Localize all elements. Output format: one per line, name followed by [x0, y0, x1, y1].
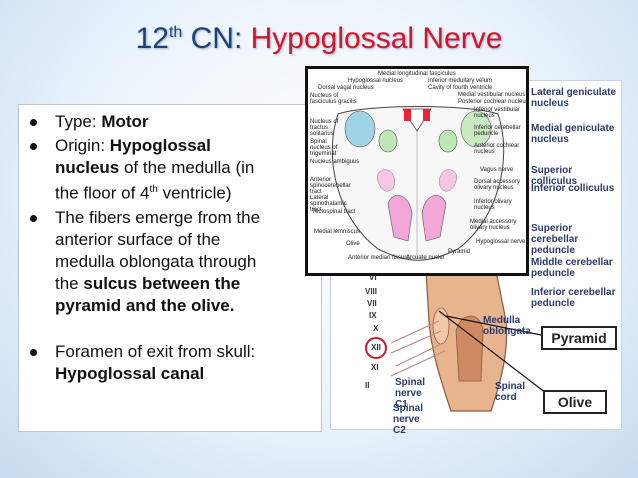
inset-label-inferior-velum: Inferior medullary velum: [428, 78, 493, 84]
pyramid-shape: [455, 315, 484, 382]
inset-label-arcuate: Arcuate nuclei: [406, 255, 445, 261]
cross-section-drawing: [331, 106, 505, 261]
inset-label-lateral-spinothalamic: Lateral spinothalamic tract: [310, 195, 347, 213]
label-spinal-nerve-c2: Spinal nerve C2: [393, 403, 424, 436]
left-pyramid-section: [387, 195, 413, 242]
pyramid-callout: Pyramid: [541, 326, 617, 350]
inset-label-inferior-cerebellar: Inferior cerebellar peduncle: [474, 125, 521, 137]
bullet-text-box: Type: Motor Origin: Hypoglossal nucleus …: [18, 104, 322, 432]
label-medulla-oblongata: Medulla oblongata: [483, 315, 531, 337]
inset-label-medial-lemniscus: Medial lemniscus: [314, 229, 361, 235]
inset-label-inferior-olivary: Inferior olivary nucleus: [474, 199, 512, 211]
inset-label-hypoglossal-nucleus: Hypoglossal nucleus: [348, 78, 404, 84]
label-superior-colliculus: Superior colliculus: [531, 165, 578, 187]
label-spinal-cord: Spinal cord: [495, 381, 526, 403]
brainstem-drawing: [390, 100, 547, 412]
label-inferior-colliculus: Inferior colliculus: [531, 183, 615, 194]
hypoglossal-nucleus-right: [423, 109, 430, 121]
title-number: 12: [135, 22, 169, 55]
olive-pointer: [438, 310, 547, 394]
inset-label-anterior-cochlear: Anterior cochlear nucleus: [474, 143, 520, 155]
inset-label-hypoglossal-nerve: Hypoglossal nerve: [476, 239, 526, 245]
bullet-origin: Origin: Hypoglossal nucleus of the medul…: [19, 135, 321, 205]
label-medial-geniculate: Medial geniculate nucleus: [531, 123, 615, 145]
cn-xi: XI: [371, 363, 379, 372]
label-lateral-geniculate: Lateral geniculate nucleus: [531, 87, 617, 109]
bullet-list: Type: Motor Origin: Hypoglossal nucleus …: [19, 105, 321, 385]
inset-label-dorsal-vagal: Dorsal vagal nucleus: [318, 85, 374, 91]
inset-label-tectospinal: Tectospinal tract: [312, 209, 356, 215]
inset-label-mlf: Medial longitudinal fasciculus: [378, 71, 456, 77]
inset-label-vagus-nerve: Vagus nerve: [480, 167, 514, 173]
medulla-cross-section-inset: Medial longitudinal fasciculus Hypogloss…: [305, 66, 529, 276]
title-nerve-name: Hypoglossal Nerve: [250, 22, 503, 55]
label-superior-cerebellar: Superior cerebellar peduncle: [531, 223, 579, 256]
inset-label-medial-vestibular: Medial vestibular nucleus: [458, 92, 526, 98]
inset-label-nucleus-fasciculus: Nucleus of fasciculus gracilis: [310, 93, 357, 105]
cn-viii: VIII: [365, 287, 378, 296]
right-pyramid-section: [421, 195, 447, 242]
inset-label-posterior-cochlear: Posterior cochlear nucleus: [458, 99, 529, 105]
slide-title: 12th CN: Hypoglossal Nerve: [0, 22, 638, 56]
bullet-type: Type: Motor: [19, 111, 321, 133]
inset-label-cavity: Cavity of fourth ventricle: [428, 85, 493, 91]
olive-shape: [432, 307, 450, 345]
left-blue-nucleus: [344, 110, 376, 148]
inset-label-inferior-vestibular: Inferior vestibular nucleus: [474, 107, 521, 119]
hypoglossal-nucleus-left: [404, 109, 411, 121]
inset-label-olive: Olive: [346, 241, 360, 247]
title-sup: th: [168, 24, 183, 41]
inset-label-nucleus-ambiguus: Nucleus ambiguus: [310, 159, 360, 165]
bullet-fibers: The fibers emerge from the anterior surf…: [19, 207, 321, 317]
label-inferior-cerebellar: Inferior cerebellar peduncle: [531, 287, 616, 309]
right-green-nucleus: [460, 110, 492, 148]
inset-label-spinal-trigeminal: Spinal nucleus of trigeminal: [310, 139, 338, 157]
cn-vi: VI: [369, 273, 377, 282]
cn-ix: IX: [369, 311, 377, 320]
label-spinal-nerve-c1: Spinal nerve C1: [395, 377, 426, 410]
pyramid-pointer: [445, 315, 547, 337]
label-middle-cerebellar: Middle cerebellar peduncle: [531, 257, 613, 279]
inset-label-anterior-median: Anterior median fissure: [348, 255, 410, 261]
inset-label-dorsal-accessory: Dorsal accessory olivary nucleus: [474, 179, 521, 191]
bullet-foramen: Foramen of exit from skull: Hypoglossal …: [19, 341, 321, 385]
medulla-section-outline: [331, 106, 505, 261]
cn-xii-highlight: XII: [365, 337, 387, 359]
cn-ii: II: [365, 381, 370, 390]
inset-label-medial-accessory: Medial accessory olivary nucleus: [470, 219, 517, 231]
inset-label-anterior-spinocerebellar: Anterior spinocerebellar tract: [310, 177, 351, 195]
cn-x: X: [373, 324, 379, 333]
cn-vii: VII: [367, 299, 377, 308]
inset-label-tractus-solitarius: Nucleus of tractus solitarius: [310, 119, 339, 137]
title-cn: CN:: [182, 22, 251, 55]
inset-label-pyramid: Pyramid: [448, 249, 471, 255]
olive-callout: Olive: [543, 390, 607, 414]
